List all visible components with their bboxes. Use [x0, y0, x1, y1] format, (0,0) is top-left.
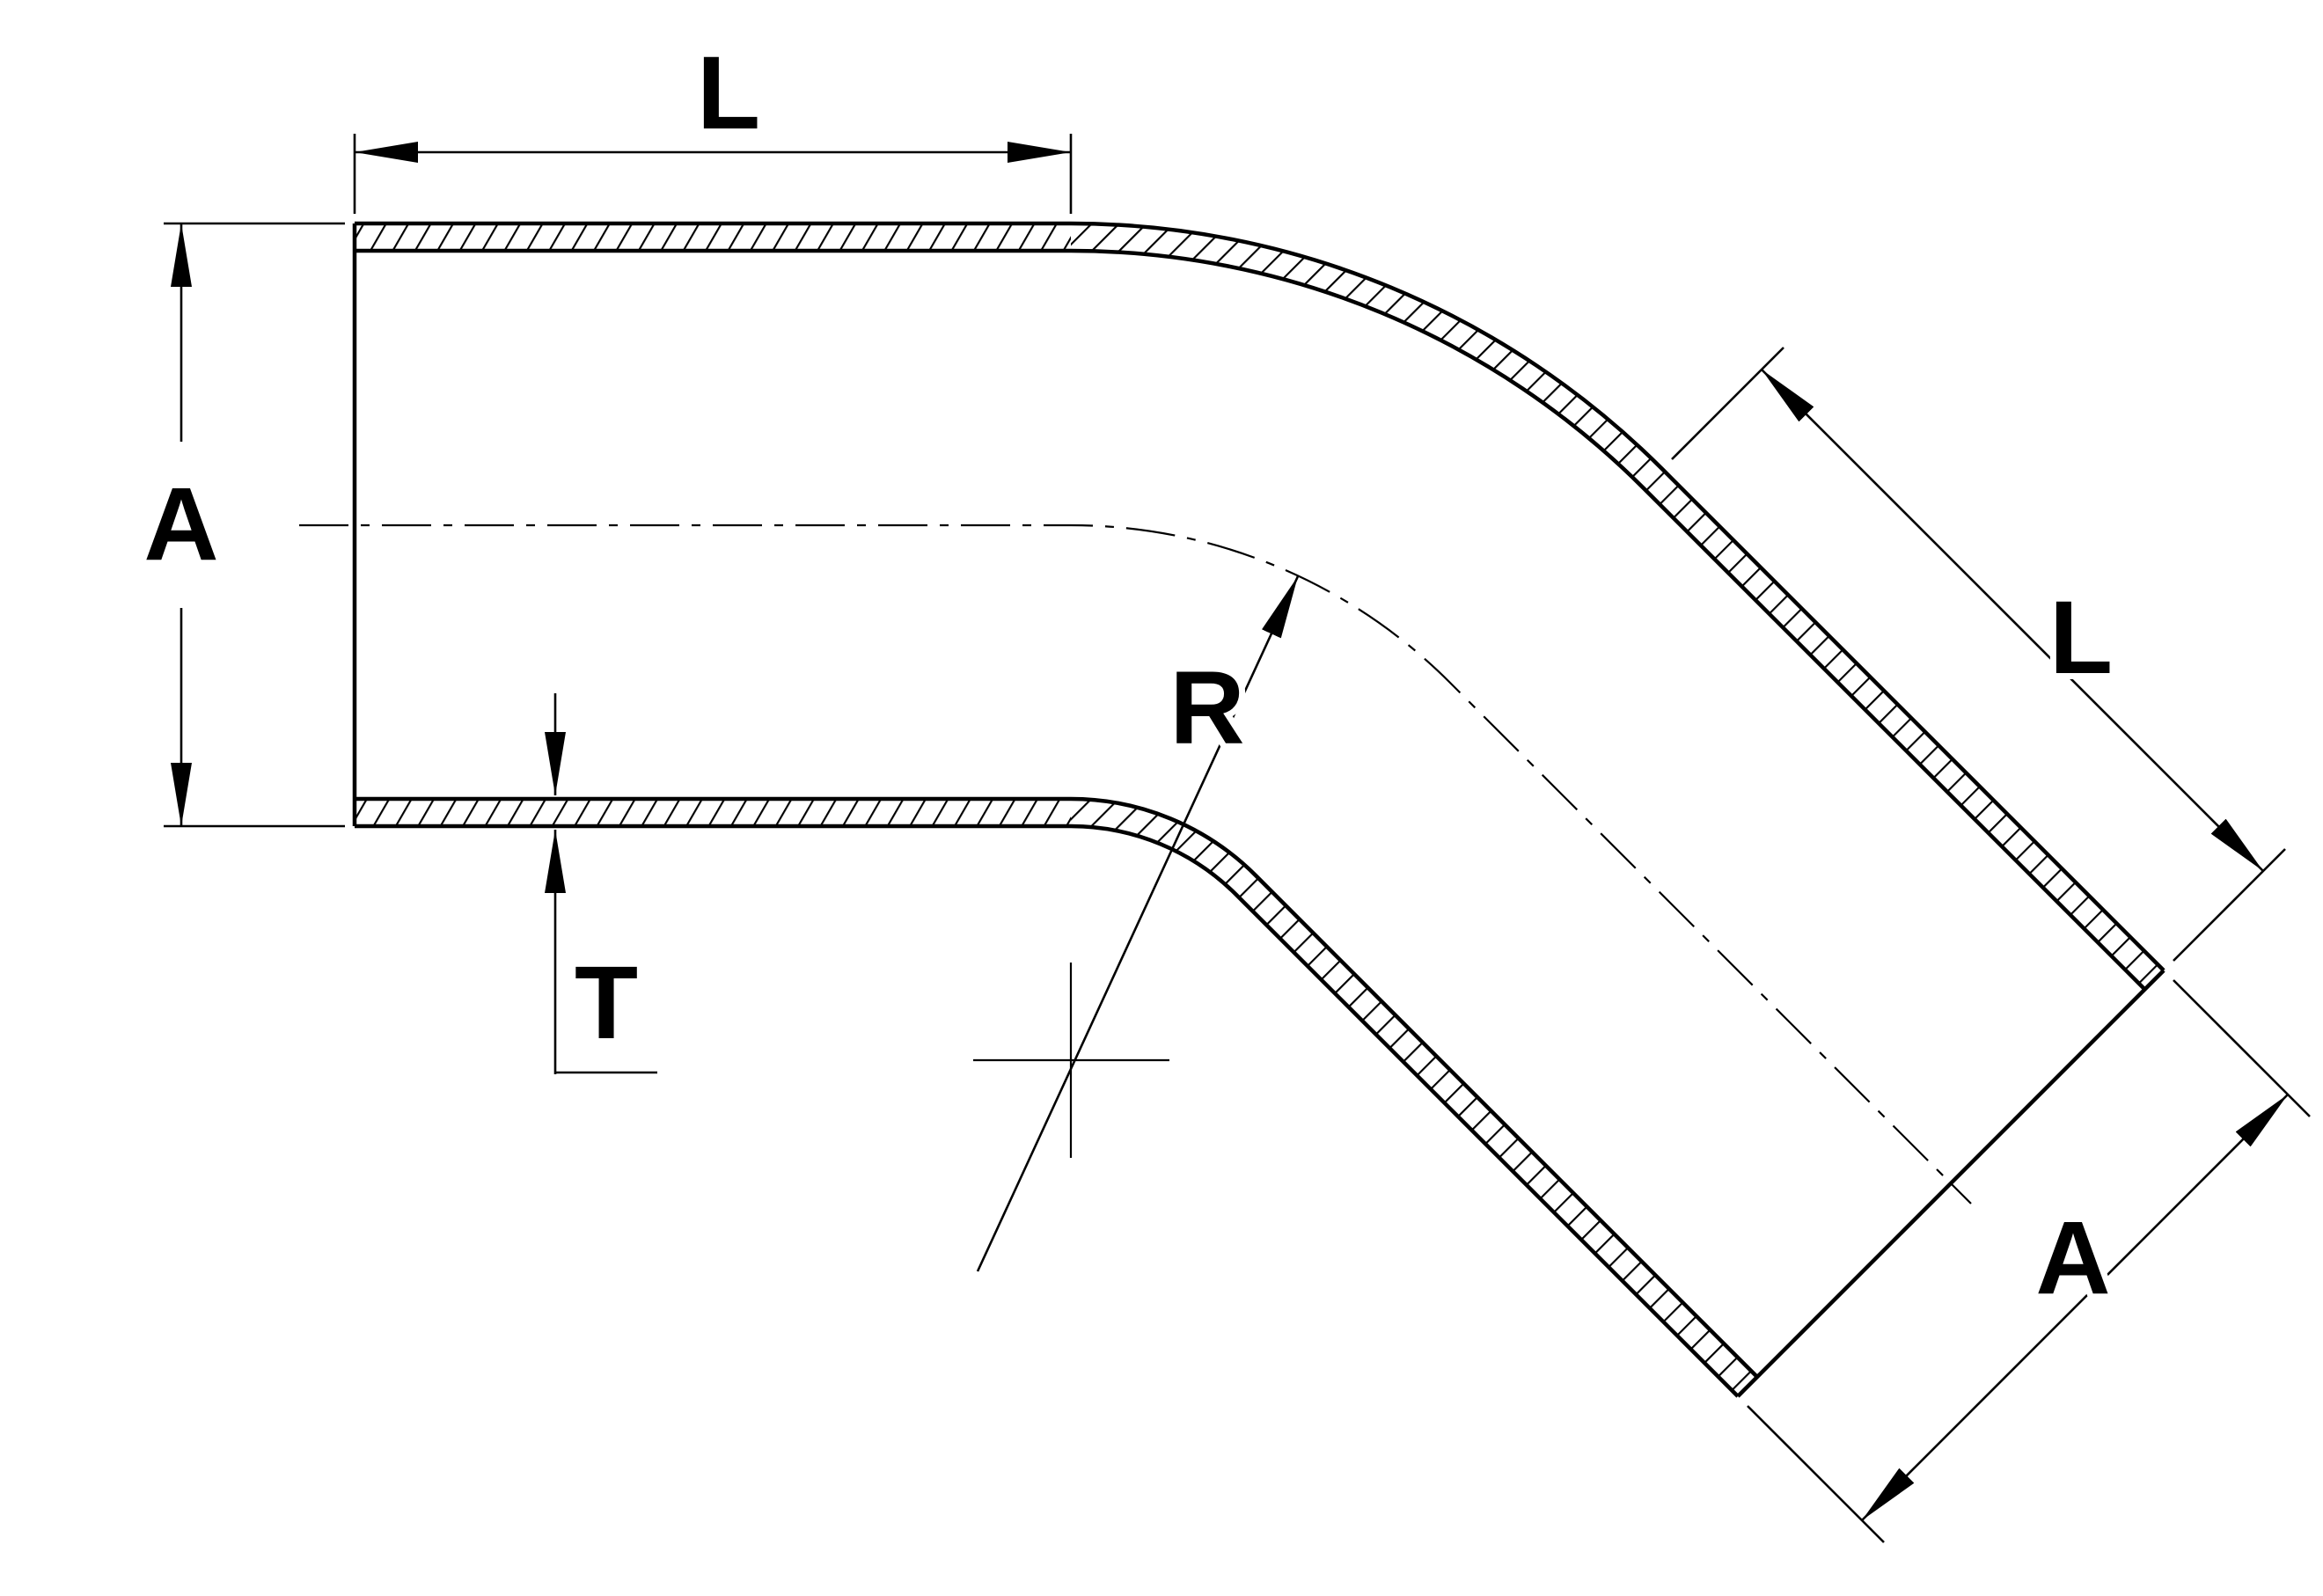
- dim-outlet-length: L: [1671, 347, 2286, 962]
- extension-line: [1671, 347, 1784, 460]
- dim-outlet-diameter: A: [1747, 979, 2311, 1543]
- radius-leader-line: [976, 575, 1300, 1272]
- outlet-diameter-label: A: [2035, 1200, 2110, 1316]
- bottom-wall-hatch-bend: [1071, 799, 1757, 1396]
- bottom-wall-hatch-straight: [355, 799, 1071, 826]
- bend-radius-label: R: [1169, 650, 1244, 766]
- outer-bottom-surface: [355, 824, 1740, 1398]
- outer-top-surface: [355, 221, 2165, 972]
- dim-bend-radius: R: [973, 575, 1300, 1272]
- dimension-line: [1861, 1094, 2289, 1521]
- dimension-line: [1761, 369, 2264, 872]
- inner-top-surface: [355, 248, 2147, 992]
- inlet-diameter-label: A: [143, 466, 218, 582]
- dim-wall-thickness: T: [545, 693, 657, 1074]
- inlet-length-label: L: [697, 35, 760, 151]
- top-wall-hatch-straight: [355, 223, 1071, 251]
- dim-inlet-length: L: [353, 29, 1073, 214]
- wall-thickness-label: T: [575, 945, 638, 1061]
- extension-line: [2173, 979, 2311, 1117]
- inner-bottom-surface: [355, 796, 1759, 1379]
- extension-line: [1747, 1405, 1885, 1543]
- extension-line: [2173, 848, 2286, 962]
- tube-body: [352, 221, 2165, 1398]
- outlet-length-label: L: [2049, 580, 2113, 696]
- tube-centerline: [299, 523, 1972, 1204]
- dim-inlet-diameter: A: [137, 222, 345, 828]
